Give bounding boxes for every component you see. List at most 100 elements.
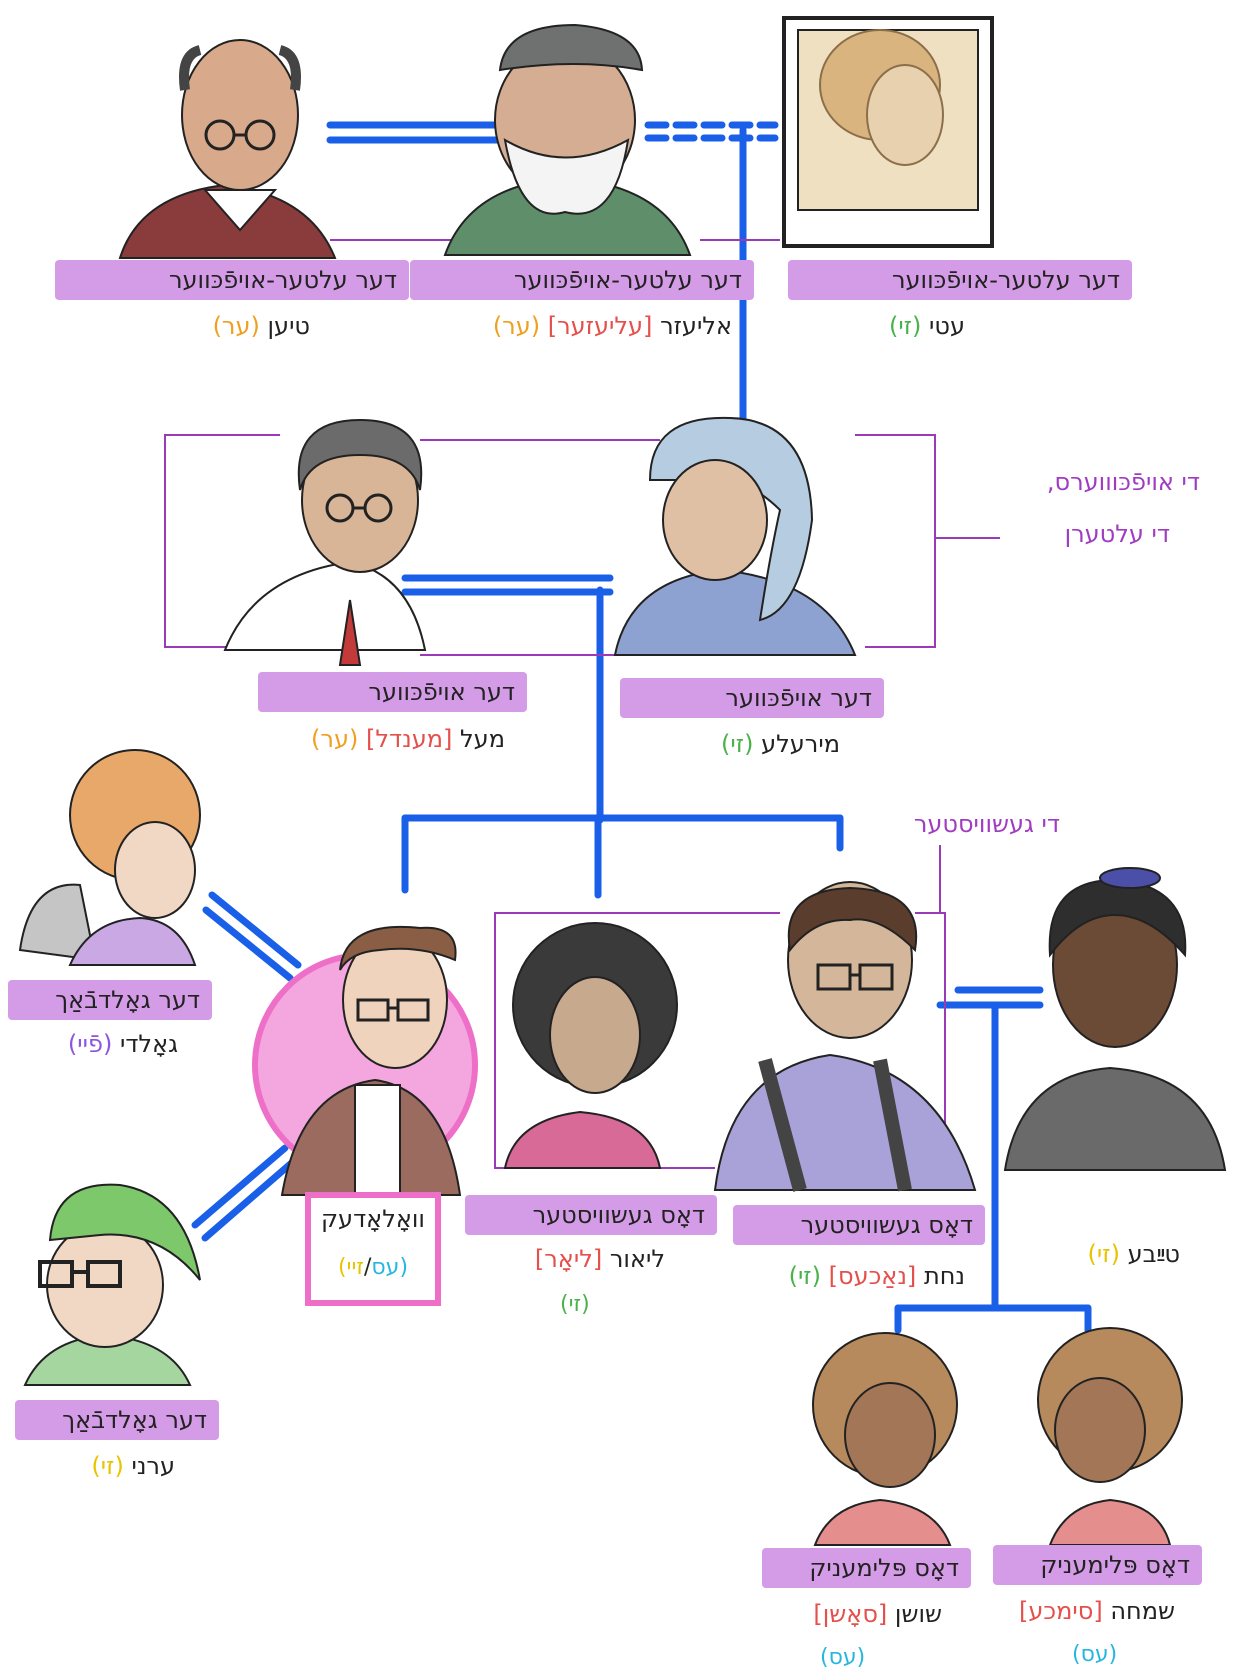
tiun-name: טיען	[267, 312, 311, 340]
wolodek-name: וואָלאָדעק	[321, 1205, 425, 1233]
wolodek-hair	[339, 926, 457, 971]
nakhes-name-line: נחת [נאַכעס] (זי)	[715, 1262, 965, 1290]
lior-pronoun: (זי)	[560, 1292, 590, 1317]
mirele-name-line: מירעלע (זי)	[660, 730, 840, 758]
mendl-pronoun: (ער)	[311, 725, 359, 753]
eti-name: עטי	[929, 312, 965, 340]
partner-line-goldi-wolodek	[208, 891, 302, 969]
lior-alt-name: [ליאָר]	[534, 1245, 603, 1273]
mendl-body	[223, 560, 427, 651]
shoshn-alt-name: [סאָשן]	[813, 1600, 888, 1628]
tayve-kippah	[1099, 867, 1161, 889]
tiun-head	[181, 39, 299, 191]
erni-surname: דער גאָלדבֿאַך	[15, 1400, 219, 1440]
shoshn-pronoun: (עס)	[820, 1645, 866, 1670]
eliezer-surname: דער עלטער-אויפֿכּווער	[410, 260, 754, 300]
partner-line-erni-wolodek	[191, 1144, 289, 1229]
portrait-eti	[782, 16, 994, 248]
portrait-tayve	[1003, 867, 1227, 1171]
simkhe-pronoun: (עס)	[1072, 1642, 1118, 1667]
mendl-glasses	[325, 493, 393, 523]
wolodek-pronoun-sep: /	[363, 1255, 372, 1280]
nakhes-surname: דאָס געשוויסטער	[733, 1205, 985, 1245]
erni-name-line: ערני (זי)	[35, 1452, 175, 1480]
tayve-name-line: טײַבע (זי)	[1045, 1240, 1180, 1268]
lior-body	[503, 1110, 662, 1169]
mirele-surname: דער אויפֿכּווער	[620, 678, 884, 718]
mendl-name-line: מעל [מענדל] (ער)	[245, 725, 505, 753]
partner-line-erni-wolodek-2	[201, 1156, 299, 1242]
mirele-pronoun: (זי)	[721, 730, 754, 758]
eti-surname: דער עלטער-אויפֿכּווער	[788, 260, 1132, 300]
simkhe-surname: דאָס פּלימעניק	[993, 1545, 1202, 1585]
nakhes-alt-name: [נאַכעס]	[828, 1262, 917, 1290]
goldi-face	[114, 821, 196, 919]
simkhe-name-line: שמחה [סימכע]	[1005, 1597, 1175, 1625]
lior-name: ליאור	[609, 1245, 665, 1273]
tayve-body	[1003, 1066, 1227, 1171]
parents-group-label-1: די אויפֿכּוווערס,	[1046, 468, 1200, 496]
lior-face	[549, 976, 641, 1094]
wolodek-pronoun-line: (עס/זיי)	[312, 1255, 434, 1280]
parents-group-label-2: די עלטערן	[1064, 520, 1170, 548]
mirele-body	[613, 568, 857, 656]
shoshn-body	[813, 1498, 952, 1546]
tree-connectors	[191, 121, 1092, 1334]
bracket-parents-right	[855, 434, 936, 648]
eliezer-beard	[503, 138, 630, 215]
tayve-name: טײַבע	[1127, 1240, 1180, 1268]
tayve-hair	[1048, 878, 1187, 958]
portrait-simkhe	[1037, 1327, 1183, 1546]
portrait-wolodek	[280, 926, 462, 1196]
eti-name-line: עטי (זי)	[845, 312, 965, 340]
lior-name-line: ליאור [ליאָר]	[495, 1245, 665, 1273]
eliezer-alt-name: [עליעזער]	[547, 312, 653, 340]
eliezer-pronoun: (ער)	[492, 312, 541, 340]
simkhe-face	[1054, 1377, 1146, 1483]
shoshn-face	[844, 1382, 936, 1488]
eliezer-name-line: אליעזר [עליעזער] (ער)	[412, 312, 732, 340]
nakhes-pronoun: (זי)	[788, 1262, 821, 1290]
nakhes-hair	[787, 886, 918, 953]
wolodek-pronoun-a: (עס	[371, 1255, 409, 1280]
mendl-tie	[338, 599, 362, 666]
mendl-name: מעל	[460, 725, 505, 753]
erni-pronoun: (זי)	[91, 1452, 124, 1480]
goldi-wheelchair	[18, 883, 97, 962]
portrait-shoshn	[812, 1332, 958, 1546]
nakhes-glasses	[816, 963, 894, 991]
partner-line-goldi-wolodek-2	[202, 906, 294, 982]
mirele-name: מירעלע	[761, 730, 840, 758]
shoshn-name-line: שושן [סאָשן]	[772, 1600, 942, 1628]
bracket-parents	[164, 434, 280, 648]
portrait-lior	[503, 922, 678, 1169]
simkhe-name: שמחה	[1110, 1597, 1175, 1625]
portrait-erni	[23, 1183, 201, 1386]
portrait-tiun	[118, 39, 337, 259]
goldi-name: גאָלדי	[119, 1030, 178, 1058]
erni-cap	[48, 1183, 201, 1281]
portrait-nakhes	[713, 881, 977, 1192]
erni-glasses	[38, 1260, 122, 1288]
goldi-surname: דער גאָלדבֿאַך	[8, 980, 212, 1020]
shoshn-surname: דאָס פּלימעניק	[762, 1548, 971, 1588]
portrait-goldi	[18, 749, 201, 966]
eliezer-cap	[498, 23, 644, 72]
lior-surname: דאָס געשוויסטער	[465, 1195, 717, 1235]
simkhe-alt-name: [סימכע]	[1019, 1597, 1103, 1625]
mendl-hair	[297, 418, 423, 491]
goldi-pronoun: (פֿיי)	[67, 1030, 113, 1058]
erni-name: ערני	[131, 1452, 175, 1480]
portrait-mendl	[223, 418, 427, 666]
wolodek-shirt	[354, 1084, 401, 1196]
nakhes-tallit	[758, 1058, 912, 1192]
goldi-body	[68, 916, 197, 966]
wolodek-pronoun-b: זיי)	[337, 1255, 364, 1280]
nakhes-name: נחת	[923, 1262, 965, 1290]
tayve-pronoun: (זי)	[1087, 1240, 1120, 1268]
simkhe-body	[1048, 1498, 1172, 1546]
tiun-surname: דער עלטער-אויפֿכּווער	[55, 260, 409, 300]
nakhes-body	[713, 1053, 977, 1191]
mendl-surname: דער אויפֿכּווער	[258, 672, 527, 712]
